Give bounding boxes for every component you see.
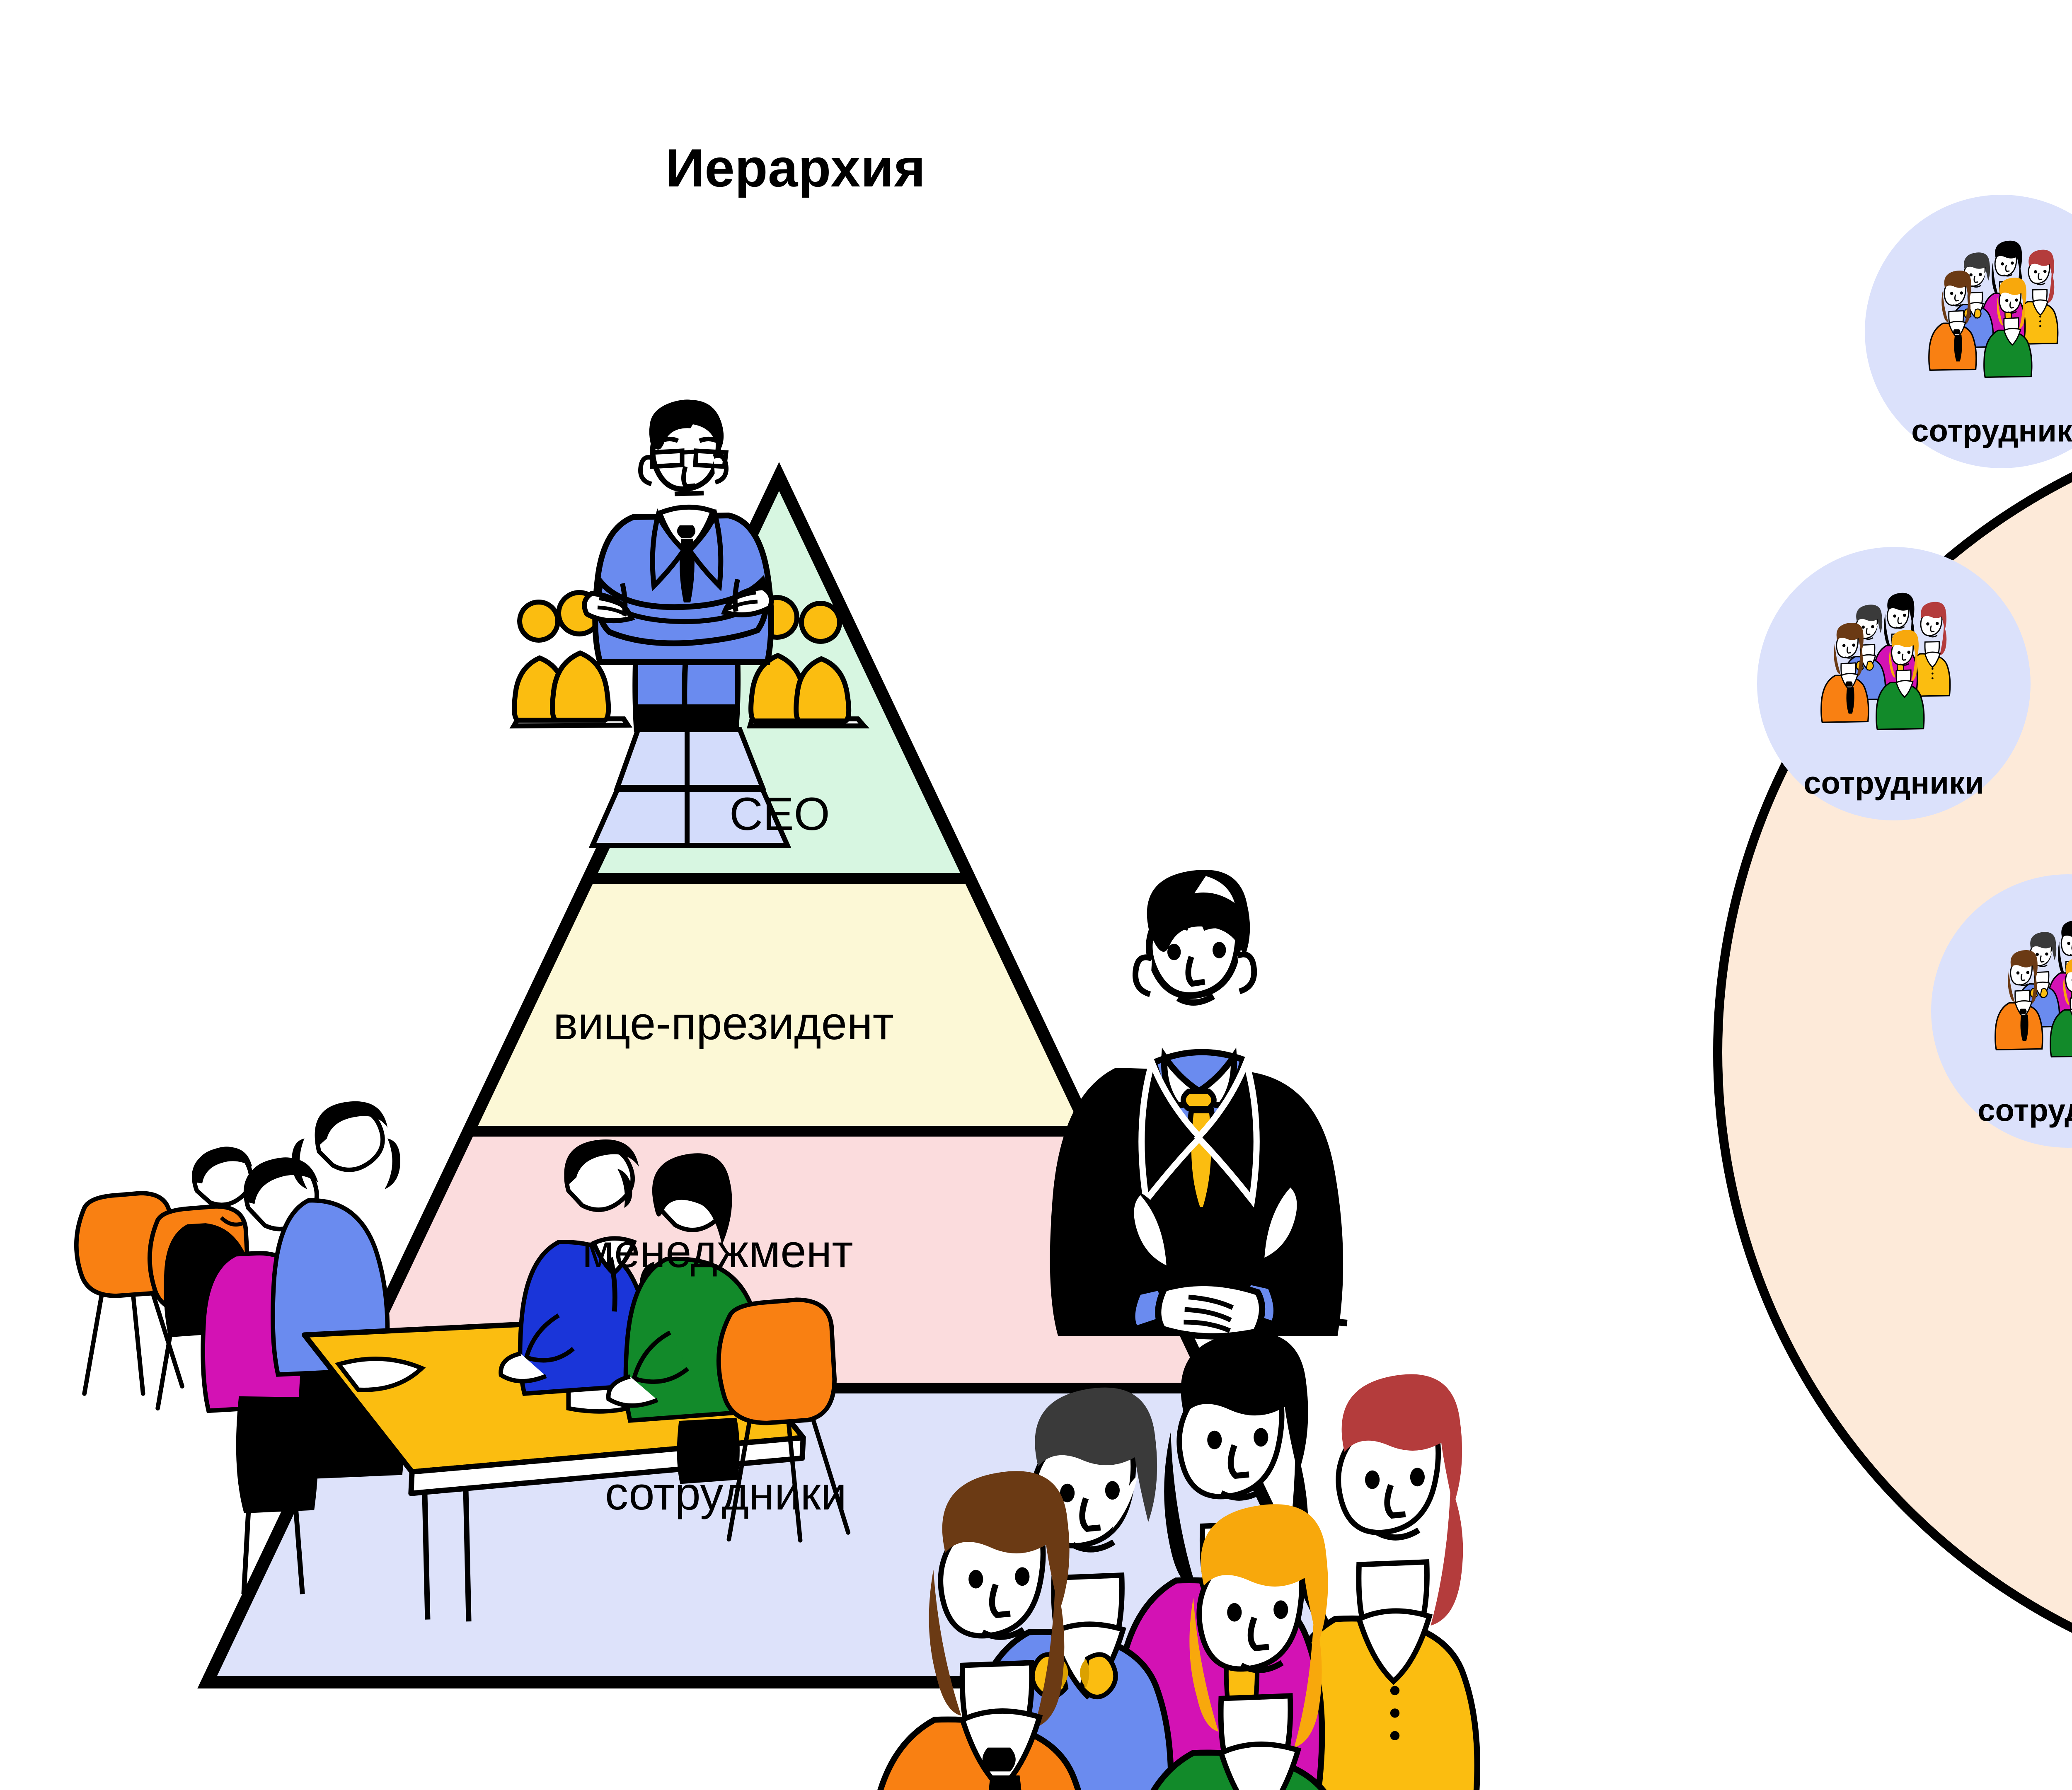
management-meeting-illustration [74, 1101, 851, 1622]
vice-president-figure-illustration [1050, 870, 1348, 1340]
team-label-7: сотрудники [1978, 1093, 2072, 1128]
hierarchy-panel: Иерархия [74, 138, 1481, 1790]
pyramid-label-management: менеджмент [582, 1225, 853, 1277]
team-label-2: сотрудники [1911, 413, 2072, 449]
pyramid-label-ceo: CEO [729, 788, 830, 840]
hierarchy-title: Иерархия [666, 138, 926, 198]
pyramid-diagram: CEO вице-президент менеджмент сотрудники [74, 399, 1481, 1790]
pyramid-outline [197, 462, 1361, 1688]
holacracy-panel: Холакратия [1591, 0, 2072, 1790]
pyramid-label-staff: сотрудники [605, 1468, 847, 1519]
team-label-4: сотрудники [1803, 765, 1984, 801]
ceo-figure-illustration [509, 399, 870, 848]
staff-group-illustration [877, 1332, 1481, 1790]
pyramid-label-vice-president: вице-президент [553, 997, 894, 1049]
holacracy-diagram [1713, 195, 2072, 1633]
